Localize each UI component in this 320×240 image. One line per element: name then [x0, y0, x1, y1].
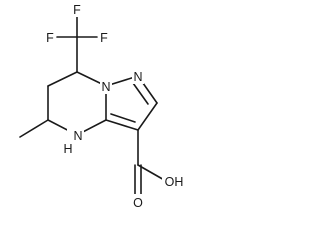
amine-hydrogen-label: H — [63, 142, 72, 156]
atom-labels: F F F N N N H OH O — [44, 2, 186, 210]
bond-cooh-oh — [137, 164, 167, 182]
carbonyl-oxygen-label: O — [133, 196, 143, 210]
chemical-structure-diagram: F F F N N N H OH O — [19, 2, 186, 210]
hydroxyl-label: OH — [165, 175, 184, 189]
fluorine-right-label: F — [100, 31, 108, 45]
pyrazole-nitrogen-label: N — [133, 70, 142, 84]
bond-c5-methyl — [19, 119, 49, 138]
bond-c2-c3 — [137, 102, 158, 131]
bond-c3-c3a-double — [110, 113, 136, 123]
amine-nitrogen-label: N — [73, 129, 82, 143]
ring-nitrogen-label: N — [101, 80, 110, 94]
fluorine-left-label: F — [46, 31, 54, 45]
bond-c7-c6 — [47, 71, 78, 87]
fluorine-top-label: F — [73, 3, 81, 17]
bond-c3-c3a — [105, 119, 139, 131]
bonds — [19, 15, 167, 195]
bond-n2-c2-double — [132, 82, 149, 105]
